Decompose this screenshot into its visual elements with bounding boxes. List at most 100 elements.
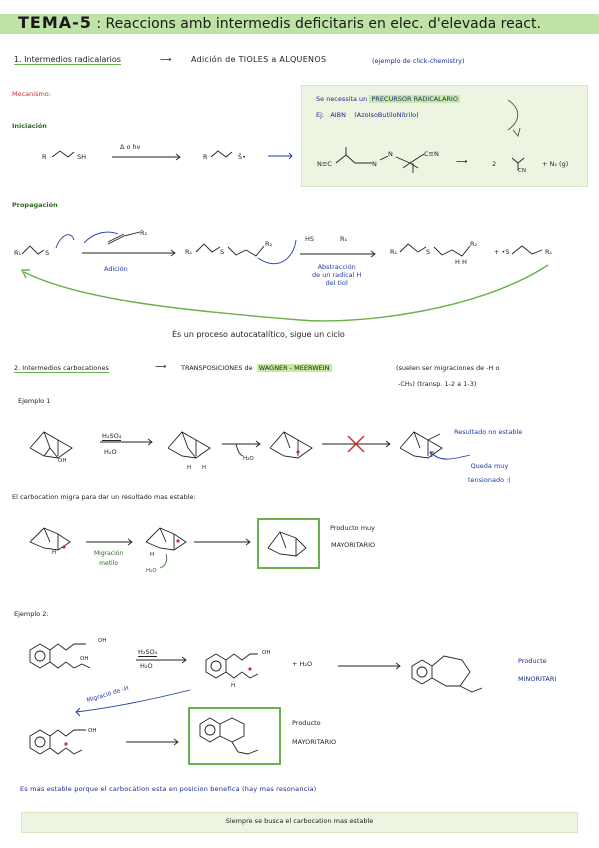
norbornane-3	[269, 431, 313, 459]
init-s-rad: S̄•	[238, 153, 246, 161]
ex1-prod-1: Producto muy	[330, 524, 376, 532]
benzene-ex2-2	[205, 653, 259, 679]
prop-r2: R₂	[140, 229, 148, 237]
ex2-maj-1: Producto	[292, 719, 321, 727]
ejemplo2-label: Ejemplo 2:	[14, 610, 49, 618]
title-number: TEMA-5	[18, 13, 92, 32]
conclusion-text: Es mas estable porque el carbocation est…	[20, 785, 317, 793]
ex2-water: H₂O	[140, 662, 153, 670]
section2-note1: (suelen ser migraciones de -H o	[396, 364, 500, 372]
major-product-frame-2	[188, 707, 281, 765]
aibn-coef: 2	[492, 160, 497, 168]
norbornane-4	[399, 431, 443, 459]
ex1-h1: H	[187, 465, 192, 471]
aibn-n2: N	[372, 160, 377, 168]
methyl-curve	[159, 553, 168, 569]
prod-r2: R₂	[470, 240, 478, 248]
iniciacion-label: Iniciación	[12, 122, 47, 130]
aibn-right	[402, 162, 419, 169]
rearranged-product	[267, 531, 307, 557]
prop2-s: S	[220, 248, 225, 256]
prop-s: S	[45, 249, 50, 257]
aibn-arrow: ⟶	[456, 157, 468, 166]
aibn-n1: N	[388, 150, 393, 158]
init-conditions: Δ o hν	[120, 143, 141, 151]
ex1-reagent: H₂SO₄	[102, 432, 122, 441]
norbornane-1	[29, 431, 73, 459]
mecanismo-label: Mecanismo:	[12, 90, 51, 98]
cycle-arrow	[23, 264, 549, 322]
norbornane-6	[145, 527, 187, 551]
aibn-nc: N≡C	[317, 160, 332, 168]
ex1-prod-2: MAYORITARIO	[331, 541, 376, 549]
aibn-cn: C≡N	[424, 150, 439, 158]
ex2-maj-2: MAYORITARIO	[292, 738, 337, 746]
ex2-oh1: OH	[98, 638, 107, 644]
major-product-frame-1	[257, 518, 320, 569]
prop-r1: R₁	[14, 249, 22, 257]
ex1b-h: H	[52, 550, 57, 556]
prod-h1: H	[455, 258, 460, 266]
section1-arrow: ⟶	[160, 55, 172, 64]
footer-text: Siempre se busca el carbocation mas esta…	[225, 817, 374, 825]
prop-thiyl	[21, 245, 45, 255]
aibn-left	[335, 154, 356, 164]
propagacion-label: Propagación	[12, 201, 58, 209]
product-right	[433, 245, 471, 257]
ex1-oh: OH	[58, 458, 67, 464]
ex2-minor-1: Producte	[518, 657, 547, 665]
title-highlight-bar	[0, 14, 599, 34]
ex1-h2o-leave: H₂O	[243, 456, 254, 462]
prop-hs: HS	[305, 235, 315, 243]
ex2b-oh: OH	[88, 728, 97, 734]
ex2-h: H	[231, 683, 236, 689]
ex2-plus-h2o: + H₂O	[292, 660, 313, 668]
tension-arrow	[429, 451, 471, 460]
hydride-migration-arrow	[75, 689, 191, 713]
ex1b-h2: H	[150, 552, 155, 558]
product-left	[399, 243, 427, 253]
init-r: R	[42, 153, 47, 161]
ejemplo1-label: Ejemplo 1	[18, 397, 51, 405]
norbornane-5	[29, 527, 71, 551]
section2-heading: 2. Intermedios carbocationes	[14, 364, 109, 373]
ex2-reagent: H₂SO₄	[138, 648, 158, 657]
prop2-r1: R₁	[185, 248, 193, 256]
migra-text: El carbocation migra para dar un resulta…	[12, 493, 196, 501]
isochroman-product	[199, 717, 259, 755]
thiol-chain	[51, 150, 75, 158]
no-estable-label: Resultado no estable	[454, 428, 523, 436]
precursor-text: Se necessita un PRECURSOR RADICALARIO	[316, 95, 460, 103]
title-text: : Reaccions amb intermedis deficitaris e…	[96, 16, 541, 32]
prod-h2: H	[462, 258, 467, 266]
norbornane-2	[167, 431, 211, 459]
prop2-r2: R₂	[265, 240, 273, 248]
thiyl-chain	[210, 150, 233, 158]
section1-note: (ejemplo de click-chemistry)	[372, 57, 465, 65]
benzene-ex2-3	[29, 729, 86, 755]
alkene	[107, 231, 141, 245]
init-r2: R	[203, 153, 208, 161]
ex2-minor-2: MINORITARI	[518, 675, 557, 683]
adicion-label: Adición	[104, 265, 128, 273]
page-title: TEMA-5 : Reaccions amb intermedis defici…	[18, 13, 541, 32]
prod-r1: R₁	[390, 248, 398, 256]
regen-thiyl	[511, 245, 543, 255]
ex2-oh3: OH	[262, 650, 271, 656]
water-leave-curve	[235, 443, 244, 457]
section1-heading: 1. Intermedios radicalarios	[14, 55, 121, 65]
ex1b-h2o: H₂O	[146, 568, 157, 574]
init-sh: SH	[77, 153, 87, 161]
rad-frag	[511, 157, 525, 164]
ex1-water: H₂O	[104, 448, 117, 456]
section2-note2: -CH₃) (transp. 1-2 a 1-3)	[398, 380, 477, 388]
section1-topic: Adición de TIOLES a ALQUENOS	[191, 55, 327, 64]
section2-arrow: ⟶	[155, 362, 167, 371]
aibn-n2-gas: + N₂ (g)	[542, 160, 569, 168]
cycle-note: És un proceso autocatalítico, sigue un c…	[172, 330, 345, 339]
prod-s: S	[426, 248, 431, 256]
